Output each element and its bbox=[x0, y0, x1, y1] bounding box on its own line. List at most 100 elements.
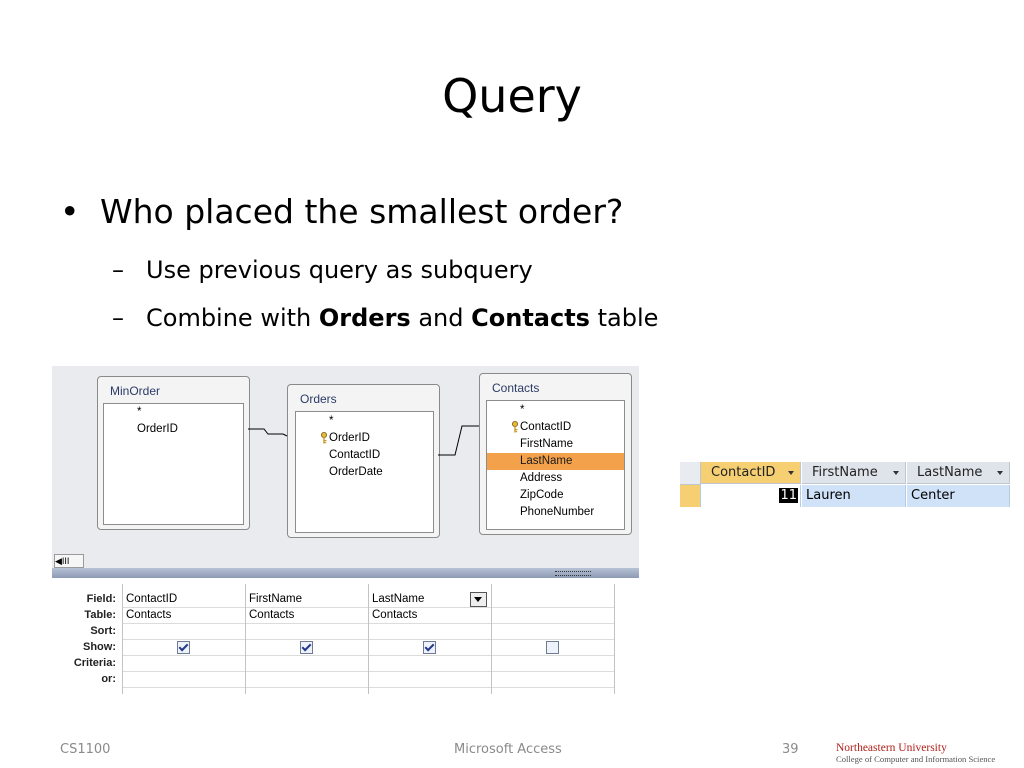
field-item[interactable]: OrderID bbox=[137, 423, 178, 435]
scroll-thumb-label: III bbox=[61, 556, 70, 566]
table-contacts-fields[interactable]: * ContactID FirstName LastName Address Z… bbox=[486, 400, 625, 530]
show-checkbox[interactable] bbox=[546, 641, 559, 654]
field-item[interactable]: * bbox=[520, 404, 525, 416]
field-item[interactable]: * bbox=[329, 415, 334, 427]
table-orders-title: Orders bbox=[300, 392, 337, 406]
criteria-cell[interactable] bbox=[246, 655, 368, 672]
footer-course: CS1100 bbox=[60, 742, 111, 757]
primary-key-icon bbox=[321, 432, 327, 444]
sort-arrow-icon[interactable] bbox=[997, 471, 1003, 475]
field-item[interactable]: OrderID bbox=[296, 430, 433, 447]
record-selector[interactable] bbox=[680, 485, 701, 507]
criteria-cell[interactable] bbox=[123, 655, 245, 672]
table-minorder-fields[interactable]: * OrderID bbox=[103, 403, 244, 525]
sort-cell[interactable] bbox=[492, 623, 614, 640]
sort-arrow-icon[interactable] bbox=[893, 471, 899, 475]
sort-cell[interactable] bbox=[246, 623, 368, 640]
show-cell[interactable] bbox=[369, 639, 491, 656]
grid-column[interactable]: FirstName Contacts bbox=[245, 584, 368, 694]
table-cell[interactable]: Contacts bbox=[369, 607, 491, 624]
column-header-lastname[interactable]: LastName bbox=[907, 462, 1010, 484]
row-label: Show: bbox=[83, 641, 116, 653]
sort-cell[interactable] bbox=[369, 623, 491, 640]
grid-column[interactable]: LastName Contacts bbox=[368, 584, 491, 694]
cell-firstname[interactable]: Lauren bbox=[802, 485, 906, 507]
footer-app: Microsoft Access bbox=[454, 742, 562, 757]
row-label: or: bbox=[101, 673, 116, 685]
column-header-firstname[interactable]: FirstName bbox=[802, 462, 906, 484]
field-cell[interactable] bbox=[492, 591, 614, 608]
cell-lastname[interactable]: Center bbox=[907, 485, 1010, 507]
field-cell[interactable]: FirstName bbox=[246, 591, 368, 608]
row-label: Sort: bbox=[90, 625, 116, 637]
table-contacts[interactable]: Contacts * ContactID FirstName LastName … bbox=[479, 373, 632, 535]
sort-arrow-icon[interactable] bbox=[788, 471, 794, 475]
field-item[interactable]: ContactID bbox=[329, 449, 381, 461]
column-header-contactid[interactable]: ContactID bbox=[701, 462, 801, 484]
column-header-label: ContactID bbox=[711, 465, 776, 480]
primary-key-icon bbox=[512, 421, 518, 433]
field-cell-text: LastName bbox=[372, 593, 425, 605]
field-item-selected[interactable]: LastName bbox=[487, 453, 624, 470]
or-cell[interactable] bbox=[369, 671, 491, 688]
row-label: Table: bbox=[84, 609, 116, 621]
field-item[interactable]: OrderDate bbox=[329, 466, 383, 478]
field-item[interactable]: Address bbox=[520, 472, 563, 484]
or-cell[interactable] bbox=[492, 671, 614, 688]
main-bullet: • Who placed the smallest order? bbox=[60, 190, 623, 234]
criteria-cell[interactable] bbox=[492, 655, 614, 672]
show-checkbox[interactable] bbox=[423, 641, 436, 654]
field-item[interactable]: ContactID bbox=[487, 419, 624, 436]
field-item[interactable]: FirstName bbox=[520, 438, 574, 450]
cell-contactid[interactable]: 11 bbox=[701, 485, 801, 507]
table-pane[interactable]: MinOrder * OrderID Orders * OrderID Cont… bbox=[52, 366, 639, 554]
show-checkbox[interactable] bbox=[177, 641, 190, 654]
table-orders[interactable]: Orders * OrderID ContactID OrderDate bbox=[287, 384, 440, 538]
column-header-label: LastName bbox=[917, 465, 983, 480]
field-item-text: OrderID bbox=[329, 432, 370, 444]
sub-bullet-1-text: Use previous query as subquery bbox=[146, 256, 533, 284]
field-cell[interactable]: ContactID bbox=[123, 591, 245, 608]
or-cell[interactable] bbox=[246, 671, 368, 688]
show-checkbox[interactable] bbox=[300, 641, 313, 654]
show-cell[interactable] bbox=[123, 639, 245, 656]
table-minorder[interactable]: MinOrder * OrderID bbox=[97, 376, 250, 530]
field-dropdown-button[interactable] bbox=[470, 592, 487, 607]
bullet-dot: • bbox=[60, 192, 80, 231]
show-cell[interactable] bbox=[246, 639, 368, 656]
university-logo: Northeastern University College of Compu… bbox=[836, 742, 1012, 764]
sub-bullet-1: –Use previous query as subquery bbox=[112, 254, 533, 286]
field-cell[interactable]: LastName bbox=[369, 591, 491, 608]
pane-splitter[interactable] bbox=[52, 568, 639, 578]
field-item[interactable]: * bbox=[137, 406, 142, 418]
sub-bullet-2-orders: Orders bbox=[318, 304, 411, 332]
main-bullet-text: Who placed the smallest order? bbox=[100, 192, 624, 231]
criteria-cell[interactable] bbox=[369, 655, 491, 672]
table-cell[interactable] bbox=[492, 607, 614, 624]
show-cell[interactable] bbox=[492, 639, 614, 656]
join-lines bbox=[248, 425, 479, 456]
field-item[interactable]: ZipCode bbox=[520, 489, 564, 501]
query-result-datasheet: ContactID FirstName LastName 11 Lauren C… bbox=[680, 462, 1010, 512]
table-pane-scrollbar[interactable]: ◀III bbox=[52, 554, 639, 568]
select-all-corner[interactable] bbox=[680, 462, 701, 485]
grid-column[interactable] bbox=[614, 584, 639, 694]
grid-column[interactable]: ContactID Contacts bbox=[122, 584, 245, 694]
field-item[interactable]: PhoneNumber bbox=[520, 506, 595, 518]
dash-icon: – bbox=[112, 304, 124, 332]
logo-line-2: College of Computer and Information Scie… bbox=[836, 754, 996, 764]
table-cell[interactable]: Contacts bbox=[246, 607, 368, 624]
table-cell[interactable]: Contacts bbox=[123, 607, 245, 624]
grid-column[interactable] bbox=[491, 584, 614, 694]
join-line-minorder-orders bbox=[248, 428, 288, 437]
column-header-label: FirstName bbox=[812, 465, 878, 480]
or-cell[interactable] bbox=[123, 671, 245, 688]
sort-cell[interactable] bbox=[123, 623, 245, 640]
slide-title: Query bbox=[442, 69, 582, 123]
scroll-left-button[interactable]: ◀III bbox=[54, 554, 84, 568]
row-label: Criteria: bbox=[73, 657, 116, 669]
footer-page-number: 39 bbox=[782, 742, 799, 757]
table-minorder-title: MinOrder bbox=[110, 384, 161, 398]
table-orders-fields[interactable]: * OrderID ContactID OrderDate bbox=[295, 411, 434, 533]
dash-icon: – bbox=[112, 256, 124, 284]
